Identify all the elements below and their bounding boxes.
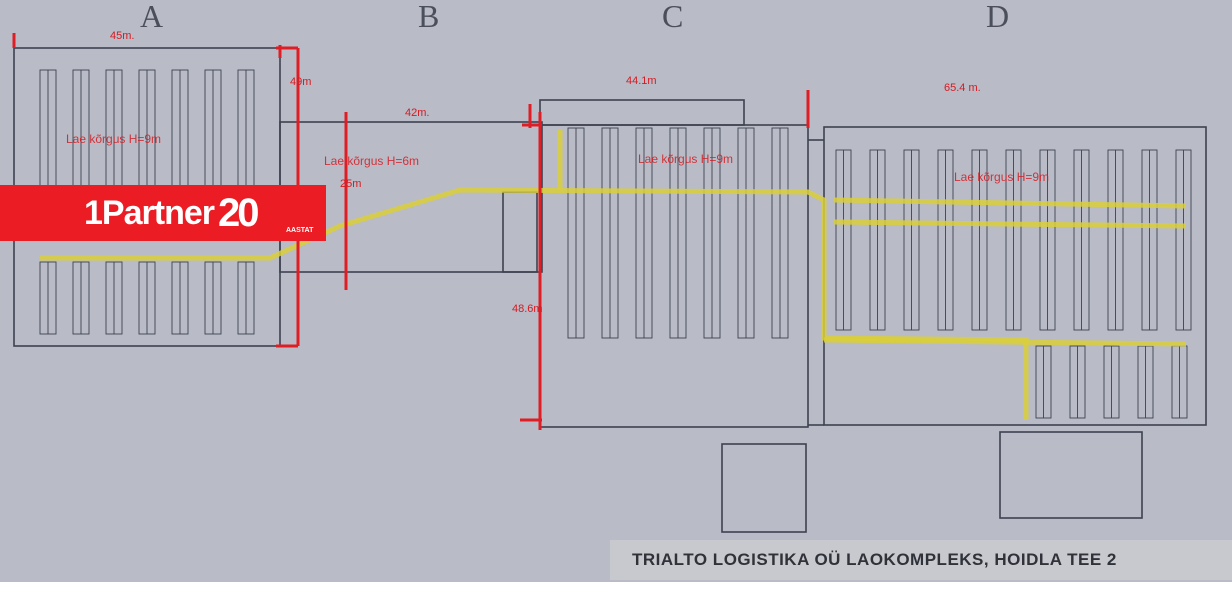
route-branch-lower xyxy=(833,219,1187,229)
building-b-stairs xyxy=(502,191,538,273)
section-letter-c: C xyxy=(662,0,684,34)
bottom-strip xyxy=(0,582,1232,593)
logo-word: Partner xyxy=(101,193,215,232)
route-branch-d xyxy=(823,337,1187,347)
dimension-a-width: 45m. xyxy=(110,30,135,42)
section-letter-b: B xyxy=(418,0,440,34)
building-c-dock xyxy=(721,443,807,533)
dimension-b-width: 42m. xyxy=(405,107,430,119)
height-label-a: Lae kõrgus H=9m xyxy=(66,132,162,146)
building-c-annex xyxy=(539,99,745,126)
height-label-b: Lae kõrgus H=6m xyxy=(324,154,420,168)
route-branch-upper xyxy=(833,197,1187,209)
dimension-a-height: 49m xyxy=(290,76,312,88)
dimension-c-height: 48.6m xyxy=(512,303,543,315)
building-c-outline xyxy=(539,124,809,428)
caption-banner: TRIALTO LOGISTIKA OÜ LAOKOMPLEKS, HOIDLA… xyxy=(610,540,1232,580)
logo-sub: AASTAT xyxy=(286,227,314,234)
partner-logo: 1 Partner 20 AASTAT xyxy=(0,185,326,241)
caption-text: TRIALTO LOGISTIKA OÜ LAOKOMPLEKS, HOIDLA… xyxy=(632,550,1117,569)
building-d-office xyxy=(999,431,1143,519)
height-label-c: Lae kõrgus H=9m xyxy=(638,152,734,166)
section-letter-a: A xyxy=(140,0,164,34)
height-label-d: Lae kõrgus H=9m xyxy=(954,170,1050,184)
dimension-c-width: 44.1m xyxy=(626,75,657,87)
logo-number: 20 xyxy=(217,190,259,235)
dimension-d-width: 65.4 m. xyxy=(944,82,981,94)
dimension-b-height: 25m xyxy=(340,178,362,190)
logo-lead: 1 xyxy=(84,193,103,232)
section-letter-d: D xyxy=(986,0,1010,34)
